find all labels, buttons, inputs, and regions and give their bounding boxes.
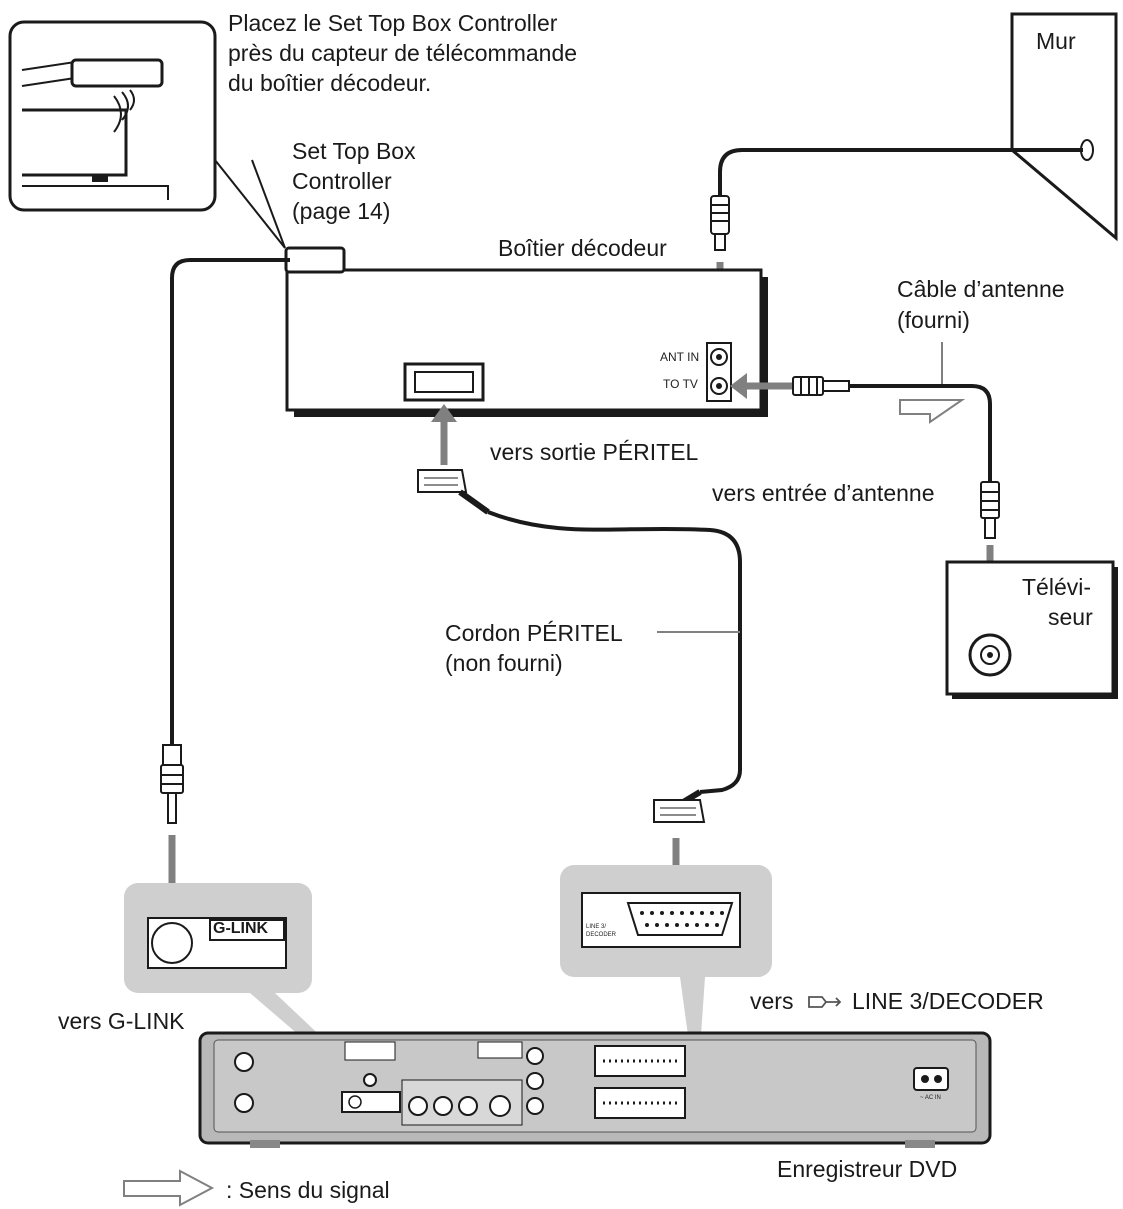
ac-in-socket <box>913 1067 949 1091</box>
line3-scart-jack <box>626 902 734 936</box>
tv-label-line2: seur <box>1048 604 1093 630</box>
ant-in-label: ANT IN <box>660 350 700 364</box>
inset-pointer <box>214 159 286 249</box>
to-line3-label: LINE 3/DECODER <box>852 988 1044 1014</box>
antenna-plug-stb <box>792 376 850 396</box>
set-top-box-label: Boîtier décodeur <box>498 235 667 261</box>
g-link-plug <box>160 744 184 824</box>
to-tv-label: TO TV <box>663 377 698 391</box>
signal-direction-legend-arrow <box>123 1169 215 1207</box>
controller-label-line1: Set Top Box <box>292 138 416 164</box>
set-top-box <box>285 268 768 417</box>
scart-plug-bottom <box>653 789 706 823</box>
placement-note-line2: près du capteur de télécommande <box>228 40 578 66</box>
scart-plug-top <box>417 469 490 515</box>
rear-g-link-jack <box>348 1095 362 1109</box>
line3-jack-label-line1: LINE 3/ <box>586 924 607 930</box>
antenna-plug-top <box>710 195 730 251</box>
placement-note-line3: du boîtier décodeur. <box>228 70 432 96</box>
to-g-link-label: vers G-LINK <box>58 1008 185 1034</box>
controller-placement-inset <box>8 20 217 212</box>
placement-note-line1: Placez le Set Top Box Controller <box>228 10 558 36</box>
antenna-cable-label-line1: Câble d’antenne <box>897 276 1065 302</box>
wall <box>1010 12 1118 242</box>
line3-jack-label-line2: DECODER <box>586 932 617 938</box>
controller-label-line3: (page 14) <box>292 198 391 224</box>
signal-direction-antenna <box>899 399 966 424</box>
wall-antenna-cable <box>718 148 1083 196</box>
tv-label-line1: Télévi- <box>1022 574 1092 600</box>
scart-cord-label-line1: Cordon PÉRITEL <box>445 620 623 646</box>
g-link-jack-label: G-LINK <box>213 920 269 937</box>
antenna-plug-tv <box>980 481 1000 539</box>
to-antenna-in-label: vers entrée d’antenne <box>712 480 935 506</box>
ac-in-label: ~ AC IN <box>920 1095 941 1101</box>
to-line3-prefix: vers <box>750 988 794 1014</box>
line3-callout <box>560 865 772 1050</box>
set-top-box-controller <box>284 246 346 274</box>
dvd-recorder-label: Enregistreur DVD <box>777 1156 958 1182</box>
scart-decoder-icon <box>808 996 842 1008</box>
television <box>945 560 1118 699</box>
to-scart-out-label: vers sortie PÉRITEL <box>490 439 699 465</box>
scart-cord <box>487 510 742 794</box>
controller-label-line2: Controller <box>292 168 392 194</box>
g-link-cable <box>170 258 290 745</box>
legend-text: : Sens du signal <box>226 1177 390 1203</box>
scart-cord-label-line2: (non fourni) <box>445 650 563 676</box>
g-link-jack <box>151 922 193 964</box>
wall-label: Mur <box>1036 28 1076 54</box>
dvd-recorder <box>198 1031 992 1148</box>
antenna-cable-label-line2: (fourni) <box>897 307 970 333</box>
antenna-cable-fourni <box>849 384 992 482</box>
